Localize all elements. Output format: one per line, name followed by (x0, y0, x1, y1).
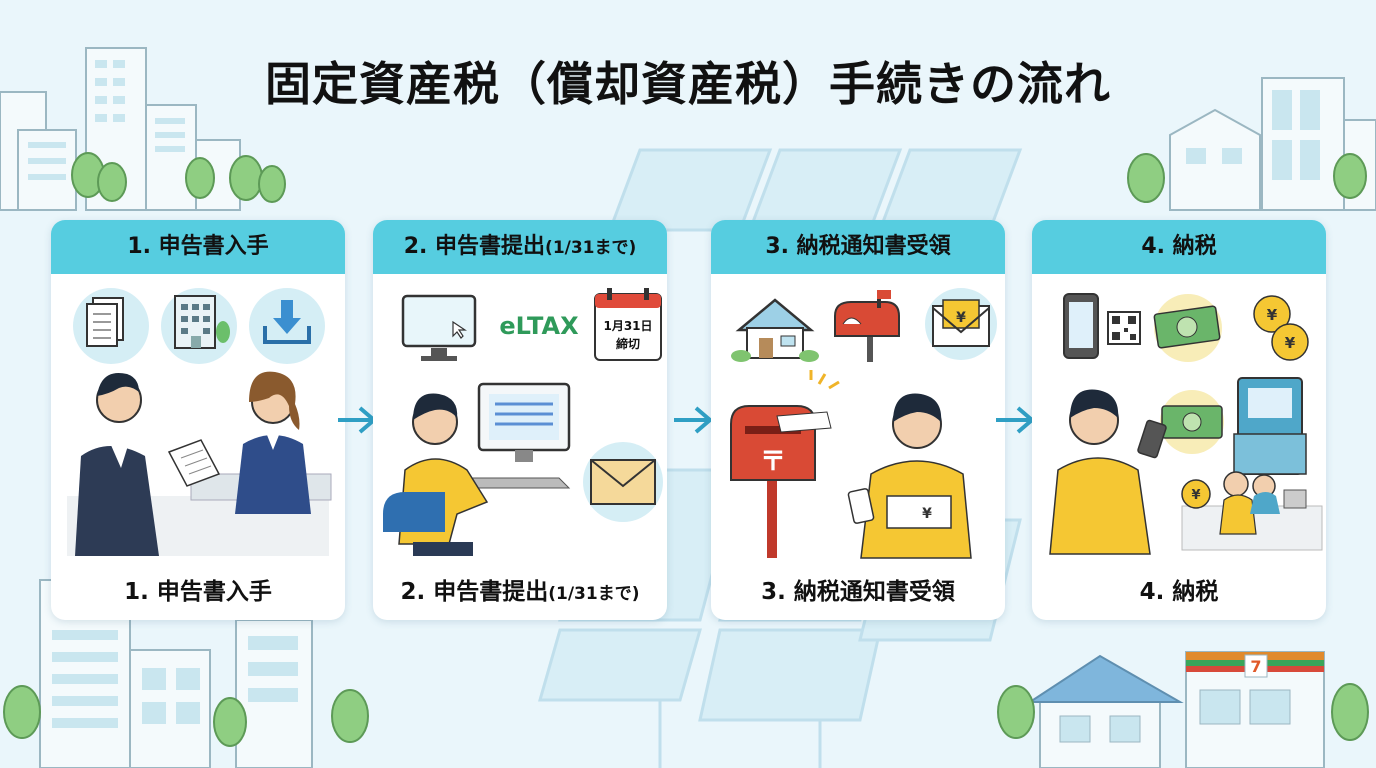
step-card-2-header-note: (1/31まで) (545, 238, 637, 258)
qr-code-icon (1107, 311, 1141, 345)
flow-arrow-2 (674, 406, 714, 434)
mailbox-icon (834, 290, 900, 362)
building-windows-bottom-right (1059, 689, 1291, 743)
coin-icon: ¥ ¥ (1253, 295, 1309, 361)
building-windows-top-right (1186, 90, 1320, 180)
step-card-4-label: 4. 納税 (1139, 579, 1219, 605)
envelope-icon (583, 442, 663, 522)
store-counter-scene: ¥ (1181, 471, 1323, 551)
coin-yen-mark: ¥ (1267, 306, 1278, 324)
house-icon (731, 298, 819, 362)
step-card-2-label-main: 2. 申告書提出 (400, 579, 549, 605)
step-card-1: 1. 申告書入手 (51, 220, 345, 620)
step-card-3-illustration: ¥ 〒 ¥ (730, 288, 997, 559)
download-icon (249, 288, 325, 364)
envelope-icon: ¥ (925, 288, 997, 360)
page-title: 固定資産税（償却資産税）手続きの流れ (265, 57, 1111, 111)
banknote-icon (1160, 390, 1224, 454)
calendar-icon: 1月31日 締切 (594, 288, 662, 361)
document-icon (73, 288, 149, 364)
office-building-icon (161, 288, 237, 364)
trees-top-right (1127, 153, 1367, 203)
step-card-1-header: 1. 申告書入手 (51, 220, 345, 274)
trees-bottom-right (997, 683, 1369, 741)
store-sign-number: 7 (1250, 657, 1261, 676)
step-card-2: 2. 申告書提出(1/31まで) eLTAX 1月31日 締切 (373, 220, 667, 620)
monitor-icon (401, 294, 477, 361)
step-card-2-header-main: 2. 申告書提出 (403, 234, 546, 259)
counter-coin-yen-mark: ¥ (1191, 488, 1200, 503)
step-card-1-label: 1. 申告書入手 (124, 579, 272, 605)
house-roof (1026, 654, 1184, 703)
step-card-3-label: 3. 納税通知書受領 (761, 579, 955, 605)
coin-yen-mark: ¥ (1285, 334, 1296, 352)
smartphone-icon (1063, 293, 1099, 359)
step-card-3: 3. 納税通知書受領 ¥ 〒 (711, 220, 1005, 620)
trees-bottom-left (3, 685, 369, 747)
desk-scene (383, 382, 571, 556)
notice-yen-mark: ¥ (922, 506, 932, 522)
step-card-4: 4. 納税 ¥ ¥ (1032, 220, 1326, 620)
counter-scene (67, 371, 332, 556)
atm-icon (1233, 377, 1307, 475)
step-card-1-illustration (67, 288, 332, 556)
calendar-date: 1月31日 (603, 319, 652, 333)
step-card-3-header: 3. 納税通知書受領 (711, 220, 1005, 274)
step-card-4-illustration: ¥ ¥ ¥ (1049, 293, 1323, 555)
building-windows-top-left (28, 60, 185, 180)
step-card-2-label-note: (1/31まで) (548, 584, 640, 604)
building-windows-bottom-left (52, 630, 298, 728)
calendar-deadline: 締切 (616, 336, 640, 351)
step-card-2-label: 2. 申告書提出(1/31まで) (373, 564, 667, 620)
postbox-mark: 〒 (760, 447, 786, 477)
person-receiving-notice: ¥ (847, 393, 972, 559)
trees-top-left (71, 152, 286, 203)
step-card-2-illustration: eLTAX 1月31日 締切 (383, 288, 663, 556)
envelope-yen-mark: ¥ (956, 310, 966, 326)
person-paying-with-phone (1049, 389, 1167, 555)
convenience-store-stripes (1186, 652, 1324, 678)
step-card-4-header: 4. 納税 (1032, 220, 1326, 274)
eltax-logo: eLTAX (499, 312, 579, 340)
banknote-icon (1153, 294, 1222, 362)
step-card-2-header: 2. 申告書提出(1/31まで) (373, 220, 667, 274)
postbox-scene: 〒 (730, 370, 840, 558)
